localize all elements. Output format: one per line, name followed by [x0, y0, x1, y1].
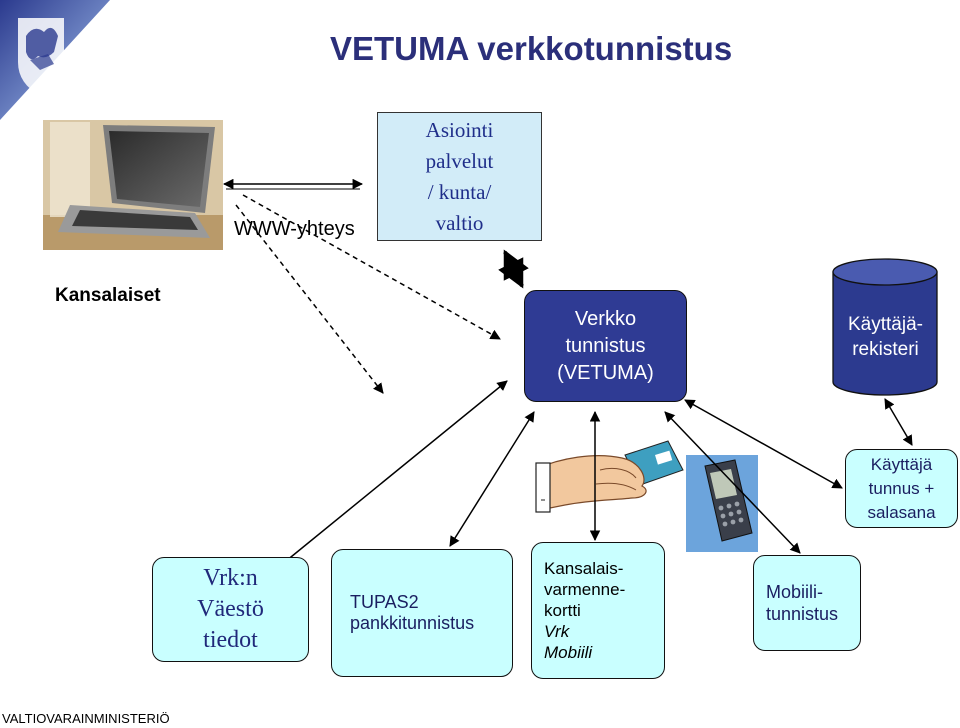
- mobile-phone-icon: [686, 455, 758, 552]
- vrk-line: Väestö: [197, 596, 264, 622]
- vetuma-tupas-arrow: [449, 411, 535, 547]
- credentials-line: Käyttäjä: [870, 454, 933, 474]
- mobile-line: Mobiili-: [766, 582, 824, 602]
- vetuma-credentials-arrow: [684, 399, 843, 489]
- service-line: valtio: [435, 210, 484, 235]
- page-title: VETUMA verkkotunnistus: [330, 30, 733, 67]
- hand-with-card-icon: [535, 440, 684, 513]
- registry-credentials-arrow: [884, 398, 913, 446]
- laptop-vetuma-dashed-arrow: [242, 194, 501, 340]
- tupas-line: pankkitunnistus: [350, 613, 475, 633]
- vrk-line: tiedot: [203, 627, 258, 653]
- coat-of-arms-lion-icon: [0, 0, 110, 120]
- connection-arrows: [222, 178, 913, 571]
- user-registry-database-icon: [832, 258, 938, 396]
- service-line: Asiointi: [425, 117, 494, 142]
- vetuma-line: tunnistus: [565, 334, 646, 357]
- registry-line: Käyttäjä-: [848, 314, 923, 335]
- credentials-line: salasana: [867, 502, 936, 522]
- card-line: Kansalais-: [544, 559, 624, 578]
- card-line: kortti: [544, 601, 581, 620]
- footer-ministry: VALTIOVARAINMINISTERIÖ: [2, 711, 170, 726]
- service-line: / kunta/: [427, 179, 492, 204]
- citizens-label: Kansalaiset: [55, 285, 161, 306]
- tupas-line: TUPAS2: [350, 592, 419, 612]
- vetuma-line: (VETUMA): [557, 361, 654, 384]
- tupas-bank-auth-box: TUPAS2 pankkitunnistus: [331, 549, 513, 677]
- vetuma-line: Verkko: [574, 307, 637, 330]
- service-vetuma-arrow: [498, 249, 529, 289]
- credentials-line: tunnus +: [868, 478, 935, 498]
- www-connection-label: WWW-yhteys: [234, 218, 355, 240]
- vrk-line: Vrk:n: [203, 565, 258, 591]
- card-line: Mobiili: [544, 643, 593, 662]
- vrk-population-data-box: Vrk:n Väestö tiedot: [152, 557, 309, 662]
- registry-line: rekisteri: [852, 339, 919, 360]
- citizen-certificate-card-box: Kansalais- varmenne- kortti Vrk Mobiili: [531, 542, 665, 679]
- user-registry-label: Käyttäjä- rekisteri: [834, 312, 937, 362]
- service-provider-box: Asiointi palvelut / kunta/ valtio: [377, 112, 542, 241]
- credentials-box: Käyttäjä tunnus + salasana: [845, 449, 958, 528]
- card-line: varmenne-: [544, 580, 626, 599]
- vetuma-box: Verkko tunnistus (VETUMA): [524, 290, 687, 402]
- mobile-line: tunnistus: [766, 604, 839, 624]
- mobile-auth-box: Mobiili- tunnistus: [753, 555, 861, 651]
- vetuma-vrk-arrow: [274, 380, 508, 571]
- laptop-icon: [43, 120, 223, 250]
- laptop-down-dashed-arrow: [235, 204, 384, 394]
- service-line: palvelut: [425, 148, 494, 173]
- card-line: Vrk: [544, 622, 570, 641]
